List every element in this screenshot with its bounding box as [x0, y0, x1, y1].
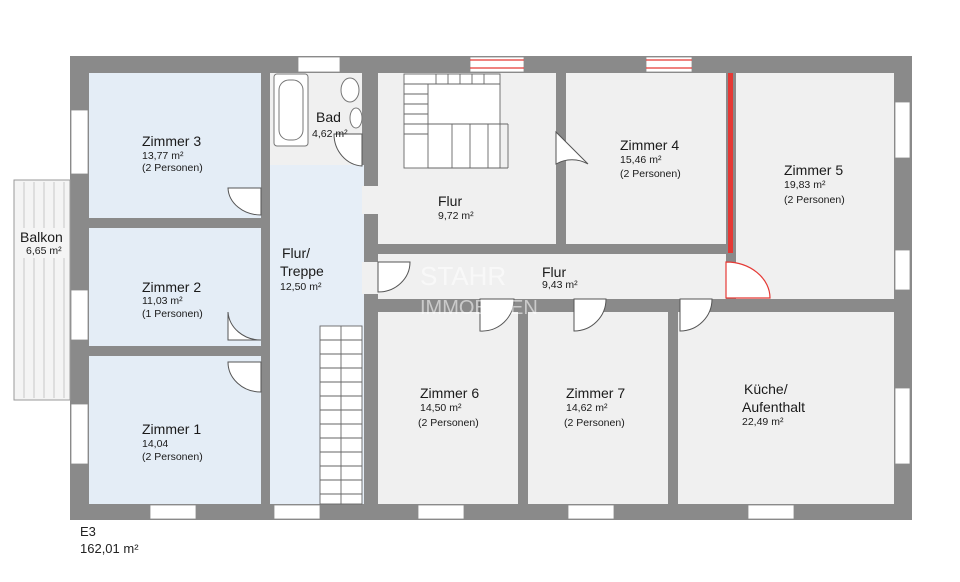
room-zimmer7 — [528, 312, 668, 504]
zimmer5-name: Zimmer 5 — [784, 162, 843, 178]
flur-mid-area: 9,43 m² — [542, 279, 578, 291]
room-zimmer4 — [566, 73, 726, 244]
zimmer6-name: Zimmer 6 — [420, 385, 479, 401]
room-zimmer5 — [736, 73, 894, 299]
zimmer4-area: 15,46 m² — [620, 154, 662, 166]
windows — [70, 56, 911, 520]
red-partition — [728, 73, 733, 253]
balkon-name: Balkon — [20, 229, 63, 245]
flur-top-name: Flur — [438, 193, 462, 209]
bathtub-inner — [278, 79, 304, 141]
zimmer5-area: 19,83 m² — [784, 179, 826, 191]
zimmer1-name: Zimmer 1 — [142, 421, 201, 437]
watermark-line2: IMMOBILIEN — [420, 297, 538, 319]
zimmer3-area: 13,77 m² — [142, 150, 184, 162]
zimmer6-area: 14,50 m² — [420, 402, 462, 414]
zimmer7-occupancy: (2 Personen) — [564, 417, 625, 429]
stairs-top — [403, 73, 509, 169]
zimmer6-occupancy: (2 Personen) — [418, 417, 479, 429]
flur-top-area: 9,72 m² — [438, 210, 474, 222]
kueche-area: 22,49 m² — [742, 416, 784, 428]
zimmer2-occupancy: (1 Personen) — [142, 308, 203, 320]
room-zimmer6 — [378, 312, 518, 504]
room-kueche — [678, 312, 894, 504]
toilet — [340, 77, 360, 103]
balcony — [13, 179, 71, 401]
zimmer3-occupancy: (2 Personen) — [142, 162, 203, 174]
opening-hall-top — [362, 186, 378, 214]
door-swing-red — [725, 261, 771, 299]
bad-name: Bad — [316, 109, 341, 125]
kueche-name-1: Küche/ — [744, 381, 788, 397]
balcony-label-bg — [16, 228, 68, 258]
zimmer7-area: 14,62 m² — [566, 402, 608, 414]
sink — [349, 107, 363, 129]
zimmer1-occupancy: (2 Personen) — [142, 451, 203, 463]
flur-treppe-name-1: Flur/ — [282, 245, 310, 261]
floor-label: E3 — [80, 524, 96, 539]
room-zimmer1 — [89, 356, 261, 504]
zimmer4-name: Zimmer 4 — [620, 137, 679, 153]
opening-hall-mid — [362, 262, 378, 294]
door-swings — [227, 130, 713, 393]
total-area: 162,01 m² — [80, 541, 139, 556]
balcony-hatch — [23, 182, 65, 398]
zimmer4-occupancy: (2 Personen) — [620, 168, 681, 180]
flur-mid-name: Flur — [542, 264, 566, 280]
flur-treppe-area: 12,50 m² — [280, 281, 322, 293]
zimmer3-name: Zimmer 3 — [142, 133, 201, 149]
room-flur-mid — [378, 254, 726, 299]
bad-area: 4,62 m² — [312, 128, 348, 140]
zimmer1-area: 14,04 — [142, 438, 168, 450]
red-windows — [470, 59, 692, 69]
watermark-line1: STAHR — [420, 261, 506, 291]
kueche-name-2: Aufenthalt — [742, 399, 805, 415]
flur-treppe-name-2: Treppe — [280, 263, 324, 279]
zimmer2-area: 11,03 m² — [142, 295, 183, 307]
zimmer2-name: Zimmer 2 — [142, 279, 201, 295]
stairs-bottom — [319, 325, 363, 505]
balkon-area: 6,65 m² — [26, 245, 62, 257]
zimmer7-name: Zimmer 7 — [566, 385, 625, 401]
zimmer5-occupancy: (2 Personen) — [784, 194, 845, 206]
